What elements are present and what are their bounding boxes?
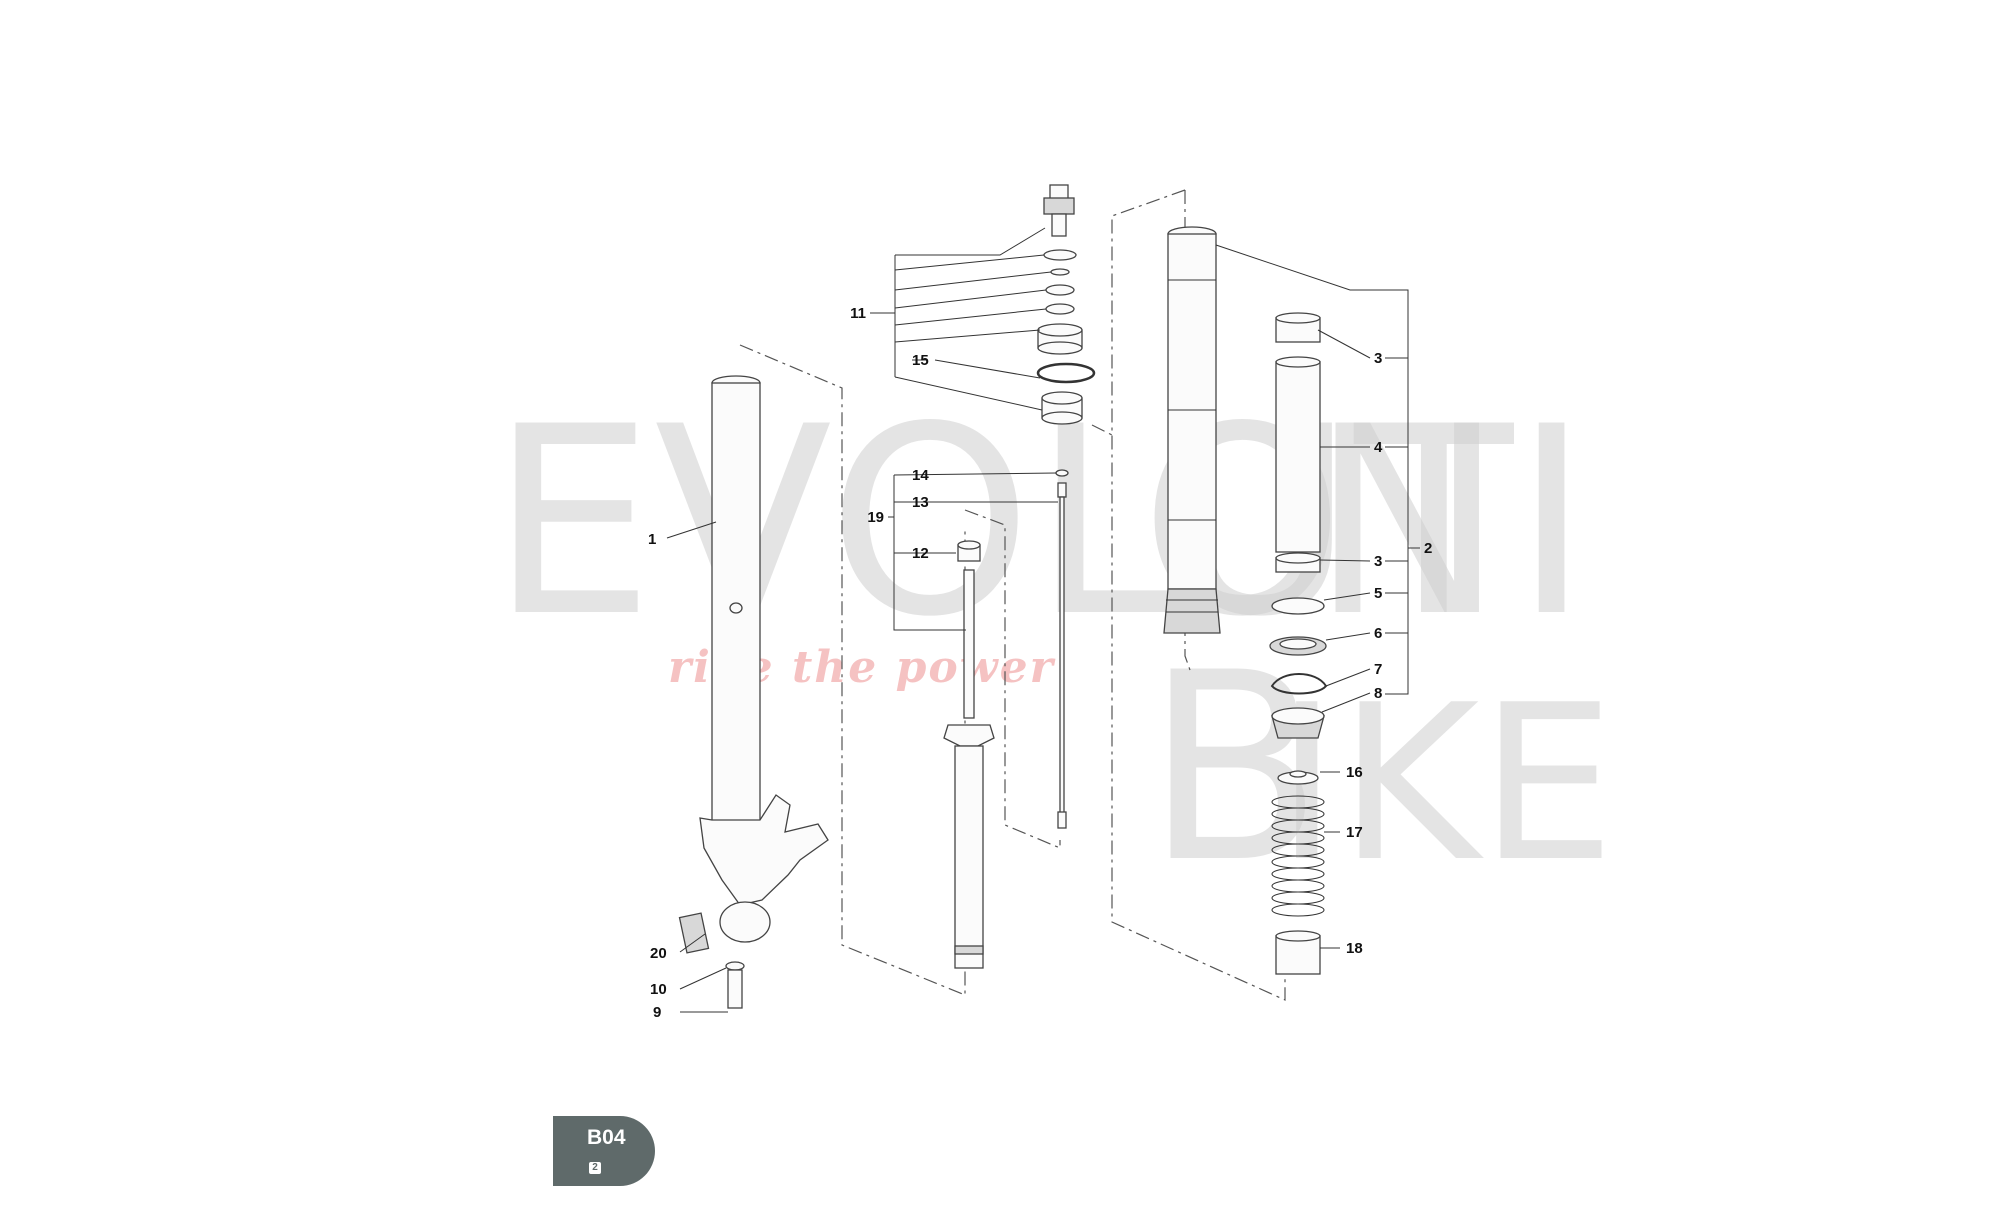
watermark: EVOLUTI O N B IKE ride the power	[490, 372, 1615, 920]
callout-13: 13	[912, 494, 929, 511]
callout-11: 11	[850, 305, 866, 322]
section-badge: B04 2	[553, 1116, 655, 1186]
callout-6: 6	[1374, 625, 1382, 642]
leader-lines	[666, 227, 1420, 1013]
part-2-inner-tube	[1163, 226, 1221, 634]
watermark-brand-ike: IKE	[1275, 658, 1615, 909]
callout-4: 4	[1374, 439, 1383, 456]
part-6-oil-seal	[1269, 636, 1327, 656]
part-19-cartridge	[943, 569, 995, 969]
part-7-clip	[1270, 673, 1328, 695]
part-15-circlip	[1036, 362, 1096, 384]
callout-19: 19	[867, 509, 884, 526]
callout-16: 16	[1346, 764, 1363, 781]
part-8-dust-seal	[1271, 707, 1325, 739]
section-code: B04	[587, 1126, 626, 1149]
callout-labels: 1 2 3 4 3 5 6 7 8 16 17 18 11 15 14 13 1…	[648, 305, 1432, 1021]
watermark-brand-b: B	[1145, 618, 1323, 920]
watermark-brand-n: N	[1310, 372, 1505, 674]
callout-20: 20	[650, 945, 667, 962]
part-3-bushing-top	[1275, 312, 1321, 343]
callout-18: 18	[1346, 940, 1363, 957]
callout-10: 10	[650, 981, 667, 998]
callout-8: 8	[1374, 685, 1382, 702]
part-3-bushing-bottom	[1275, 552, 1321, 573]
callout-3-bottom: 3	[1374, 553, 1382, 570]
part-1-outer-tube	[678, 375, 829, 1009]
callout-17: 17	[1346, 824, 1363, 841]
cap-nut	[1041, 391, 1083, 425]
callout-2: 2	[1424, 540, 1432, 557]
part-4-inner-tube-section	[1275, 356, 1321, 553]
part-17-spring	[1271, 795, 1325, 917]
callout-1: 1	[648, 531, 656, 548]
part-14-oring	[1055, 469, 1069, 477]
part-11-cap-assembly	[1037, 184, 1083, 355]
callout-7: 7	[1374, 661, 1382, 678]
section-sub-index: 2	[589, 1162, 601, 1174]
callout-14: 14	[912, 467, 929, 484]
watermark-brand-left: EVOLUTI	[490, 372, 1590, 674]
part-12-nut	[957, 540, 981, 562]
part-5-washer	[1271, 597, 1325, 615]
callout-3-top: 3	[1374, 350, 1382, 367]
callout-15: 15	[912, 352, 929, 369]
callout-5: 5	[1374, 585, 1382, 602]
part-18-spacer-tube	[1275, 930, 1321, 975]
callout-12: 12	[912, 545, 929, 562]
part-13-rod	[1057, 482, 1067, 829]
part-16-spacer	[1277, 770, 1319, 785]
callout-9: 9	[653, 1004, 661, 1021]
